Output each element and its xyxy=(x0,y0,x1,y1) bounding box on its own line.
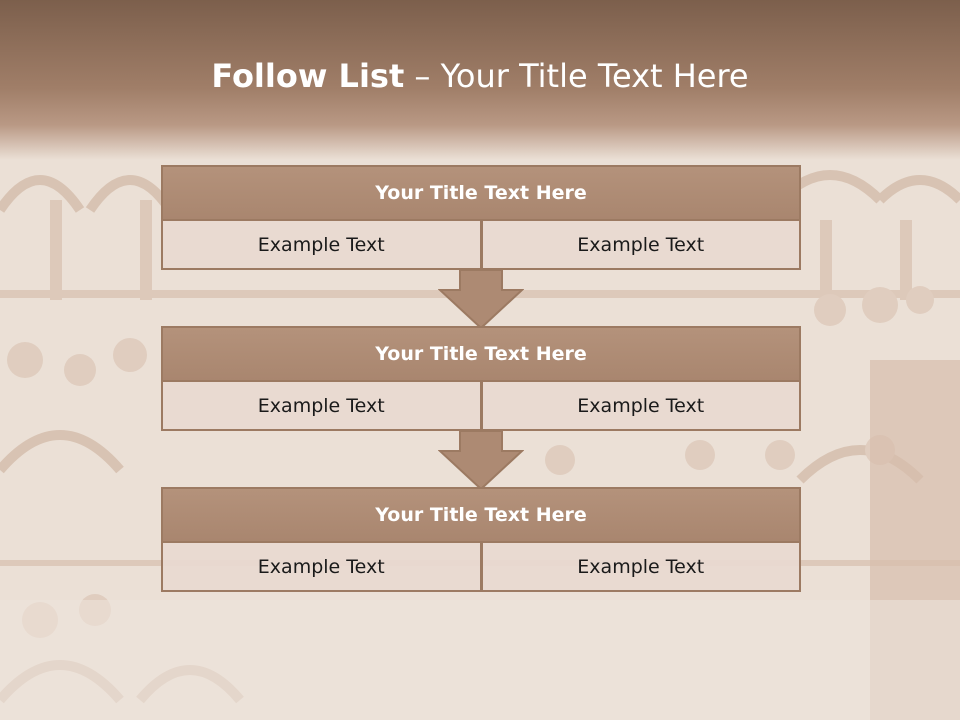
block-cell-right: Example Text xyxy=(481,221,801,270)
block-cell-right: Example Text xyxy=(481,543,801,592)
list-block-1: Your Title Text Here Example Text Exampl… xyxy=(161,165,801,270)
block-cell-left: Example Text xyxy=(161,221,482,270)
slide-title-strong: Follow List xyxy=(211,57,405,95)
list-block-2: Your Title Text Here Example Text Exampl… xyxy=(161,326,801,431)
block-row: Example Text Example Text xyxy=(161,382,801,431)
block-row: Example Text Example Text xyxy=(161,543,801,592)
block-cell-left: Example Text xyxy=(161,543,482,592)
down-arrow-icon xyxy=(438,430,524,491)
block-title: Your Title Text Here xyxy=(161,165,801,221)
block-title: Your Title Text Here xyxy=(161,487,801,543)
block-title: Your Title Text Here xyxy=(161,326,801,382)
header-band xyxy=(0,0,960,160)
block-cell-right: Example Text xyxy=(481,382,801,431)
slide-title: Follow List – Your Title Text Here xyxy=(0,54,960,98)
list-block-3: Your Title Text Here Example Text Exampl… xyxy=(161,487,801,592)
slide-title-rest: – Your Title Text Here xyxy=(414,57,749,95)
down-arrow-icon xyxy=(438,269,524,330)
block-row: Example Text Example Text xyxy=(161,221,801,270)
block-cell-left: Example Text xyxy=(161,382,482,431)
